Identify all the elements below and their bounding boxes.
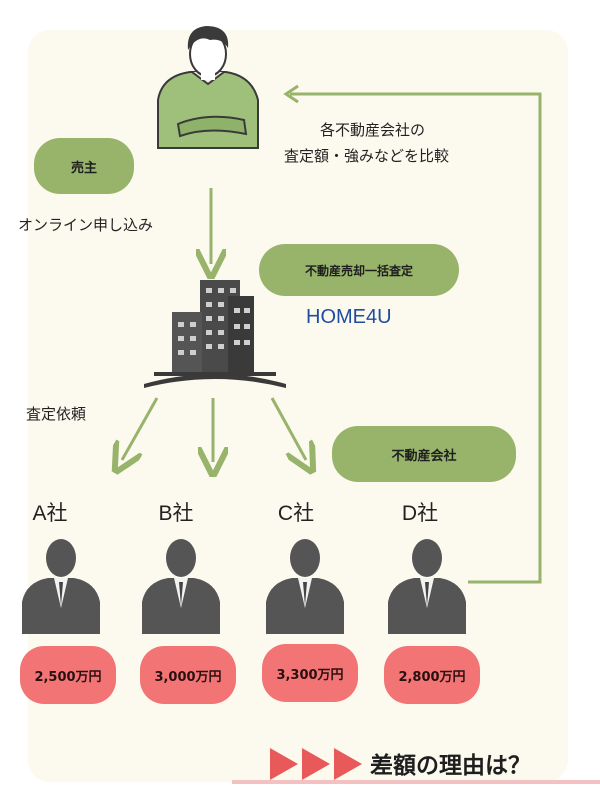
company-d-price: 2,800万円 — [384, 646, 480, 704]
service-name: HOME4U — [306, 306, 392, 328]
company-c-label: C社 — [277, 502, 315, 525]
footer-underline — [232, 780, 600, 784]
company-c-price: 3,300万円 — [262, 644, 358, 702]
company-b-person-icon — [142, 539, 220, 634]
company-d-label: D社 — [401, 502, 439, 525]
compare-text-line1: 各不動産会社の — [320, 121, 426, 139]
arrow-feedback-path — [290, 92, 542, 584]
arrow-feedback-head — [283, 84, 299, 104]
seller-pill: 売主 — [34, 138, 134, 194]
company-a-label: A社 — [32, 502, 68, 525]
play-arrow-icon-3 — [334, 748, 362, 780]
play-arrow-icon-1 — [270, 748, 298, 780]
arrow-to-company-a — [122, 397, 159, 460]
company-b-price: 3,000万円 — [140, 646, 236, 704]
arrow-to-company-c — [270, 397, 306, 460]
footer-question: 差額の理由は？ — [370, 753, 531, 779]
play-arrow-icon-2 — [302, 748, 330, 780]
service-pill: 不動産売却一括査定 — [259, 244, 459, 296]
company-b-label: B社 — [158, 502, 194, 525]
compare-text-line2: 査定額・強みなどを比較 — [284, 147, 450, 165]
valuation-request-label: 査定依頼 — [26, 405, 87, 423]
building-icon — [144, 280, 286, 388]
agencies-pill: 不動産会社 — [332, 426, 516, 482]
online-application-label: オンライン申し込み — [18, 216, 154, 234]
company-a-person-icon — [22, 539, 100, 634]
company-d-person-icon — [388, 539, 466, 634]
company-c-person-icon — [266, 539, 344, 634]
company-a-price: 2,500万円 — [20, 646, 116, 704]
seller-person-icon — [157, 26, 259, 149]
